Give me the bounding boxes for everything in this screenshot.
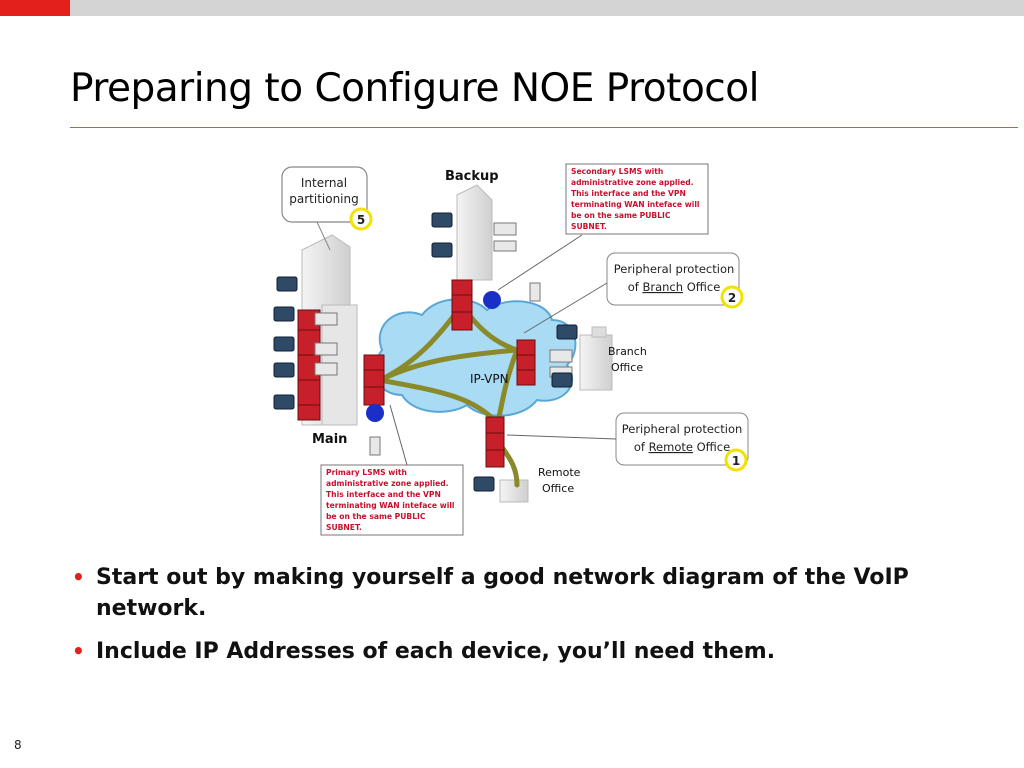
callout-line [506,434,617,440]
remote-office-label: Office [542,482,574,495]
note-line: SUBNET. [571,222,607,231]
bullet-dot-icon: • [72,639,85,663]
backup-building [456,184,493,281]
firewall-branch [516,339,536,386]
network-diagram: Internal partitioning 5 Backup Main IP-V… [262,155,762,540]
title-underline [70,127,1018,128]
marker-1 [724,448,748,472]
note-line: terminating WAN inteface will [326,501,455,510]
marker-2 [720,285,744,309]
bullet-list: • Start out by making yourself a good ne… [72,562,932,679]
internal-partitioning-box [281,166,368,223]
branch-office-label: Branch [608,345,647,358]
ip-vpn-cloud [373,298,577,417]
ip-vpn-label: IP-VPN [470,372,509,386]
note-line: terminating WAN inteface will [571,200,700,209]
bullet-text: Start out by making yourself a good netw… [96,565,909,621]
internal-partitioning-label: partitioning [289,192,359,206]
bullet-text: Include IP Addresses of each device, you… [96,639,776,664]
secondary-lsms-note [565,163,709,235]
backup-label: Backup [445,169,499,184]
internal-partitioning-label: Internal [301,176,347,190]
firewall-backup [451,279,473,331]
top-accent-bar [0,0,70,16]
callout-line [316,221,331,251]
primary-lsms-note [320,464,464,536]
bullet-item: • Include IP Addresses of each device, yo… [72,636,932,667]
marker-2-label: 2 [728,291,736,305]
note-line: administrative zone applied. [326,479,449,488]
firewall-main-right [363,354,385,406]
note-line: This interface and the VPN [326,490,441,499]
peripheral-branch-box [606,252,740,306]
branch-office-label: Office [611,361,643,374]
branch-building [579,326,613,391]
peripheral-branch-label: of Branch Office [628,280,721,294]
bullet-item: • Start out by making yourself a good ne… [72,562,932,624]
note-line: be on the same PUBLIC [571,211,671,220]
peripheral-remote-label: Peripheral protection [622,422,743,436]
note-line: administrative zone applied. [571,178,694,187]
callout-line [497,234,583,291]
primary-lsms-node [366,404,384,422]
bullet-dot-icon: • [72,565,85,589]
top-grey-bar [70,0,1024,16]
page-title: Preparing to Configure NOE Protocol [70,66,759,111]
callout-line [389,404,408,466]
firewall-main-left [297,309,321,421]
peripheral-branch-label: Peripheral protection [614,262,735,276]
note-line: This interface and the VPN [571,189,686,198]
remote-building [499,479,529,503]
note-line: be on the same PUBLIC [326,512,426,521]
server-icon [314,222,573,456]
secondary-lsms-node [483,291,501,309]
note-line: SUBNET. [326,523,362,532]
callout-line [523,282,608,334]
marker-5-label: 5 [357,213,365,227]
firewall-remote [485,416,505,468]
note-line: Secondary LSMS with [571,167,663,176]
page-number: 8 [14,738,22,752]
marker-5 [349,207,373,231]
note-line: Primary LSMS with [326,468,407,477]
peripheral-remote-label: of Remote Office [634,440,730,454]
marker-1-label: 1 [732,454,740,468]
ip-phone-icon [273,212,578,492]
remote-office-label: Remote [538,466,581,479]
main-label: Main [312,432,347,447]
